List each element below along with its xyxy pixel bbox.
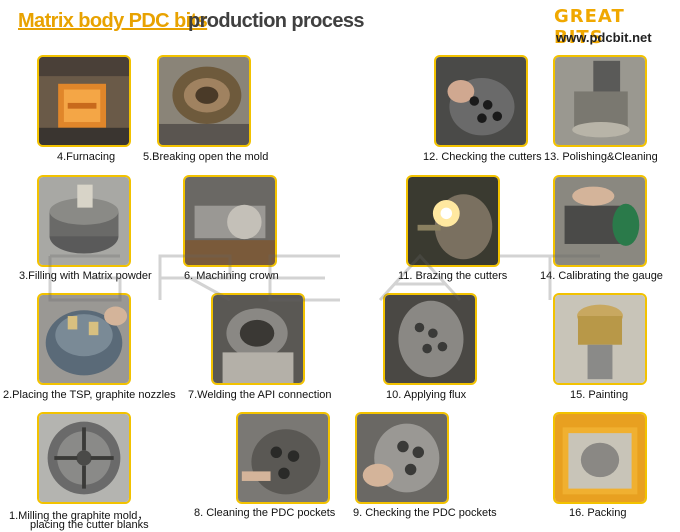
caption-step-4: 4.Furnacing [57,151,116,163]
caption-step-15: 15. Painting [570,389,629,401]
photo-welding-api [211,293,305,385]
caption-step-2: 2.Placing the TSP, graphite nozzles [3,389,176,401]
photo-breaking-mold [157,55,251,147]
photo-milling-mold [37,412,131,504]
caption-step-14: 14. Calibrating the gauge [540,270,663,282]
photo-filling-matrix [37,175,131,267]
photo-cleaning-pockets [236,412,330,504]
caption-step-9: 9. Checking the PDC pockets [353,507,497,519]
caption-step-10: 10. Applying flux [386,389,467,401]
title-highlight: Matrix body PDC bits [18,10,208,32]
photo-brazing [406,175,500,267]
caption-step-8: 8. Cleaning the PDC pockets [194,507,336,519]
caption-step-6: 6. Machining crown [184,270,279,282]
caption-step-11: 11. Brazing the cutters [398,270,508,282]
caption-step-5: 5.Breaking open the mold [143,151,269,163]
title-rest: production process [188,10,364,32]
photo-checking-pockets [355,412,449,504]
caption-step-7: 7.Welding the API connection [188,389,332,401]
photo-painting [553,293,647,385]
photo-polishing [553,55,647,147]
photo-machining-crown [183,175,277,267]
brand-logo: GREAT BITS [554,6,625,48]
photo-placing-tsp [37,293,131,385]
caption-step-3: 3.Filling with Matrix powder [19,270,152,282]
caption-step-13: 13. Polishing&Cleaning [544,151,658,163]
brand-url: www.pdcbit.net [556,30,652,45]
caption-step-1-line-2: placing the cutter blanks [30,519,149,531]
photo-packing [553,412,647,504]
caption-step-12: 12. Checking the cutters [423,151,542,163]
photo-calibrating [553,175,647,267]
caption-step-1-line-1: 1.Milling the graphite mold， [9,510,149,522]
photo-furnacing [37,55,131,147]
photo-checking-cutters [434,55,528,147]
photo-applying-flux [383,293,477,385]
caption-step-16: 16. Packing [569,507,627,519]
